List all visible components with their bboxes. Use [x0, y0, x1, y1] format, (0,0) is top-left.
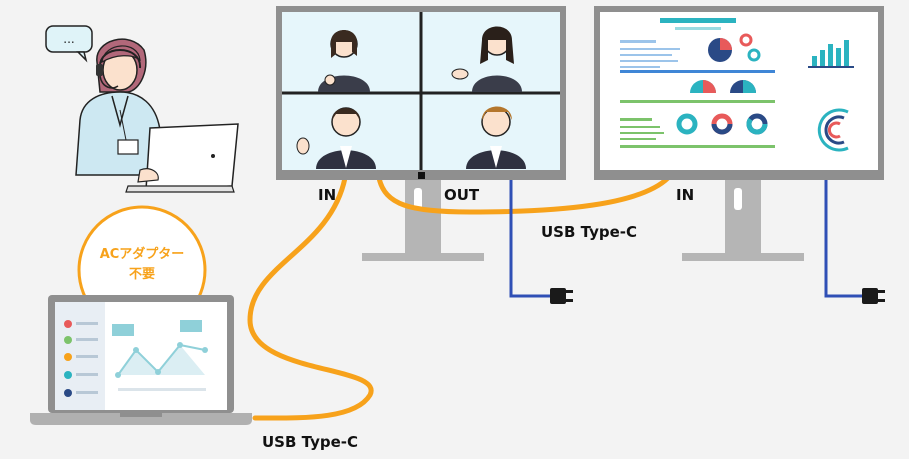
donut-row-icon: [676, 113, 768, 135]
line-chart-icon: [112, 320, 208, 391]
radial-chart-icon: [817, 108, 849, 152]
bar-chart-icon: [808, 40, 854, 68]
participant-4: [466, 106, 526, 169]
participant-3: [296, 107, 376, 169]
power-plug-icon: [550, 288, 573, 304]
chat-bubble-icon: ...: [45, 25, 93, 63]
person-headset-icon: ...: [45, 25, 239, 193]
participant-2: [451, 26, 522, 92]
gauge-chart-icon: [690, 80, 756, 93]
usb-monitors-label: USB Type-C: [541, 223, 637, 241]
monitor2-stand: [682, 180, 804, 261]
monitor2: [594, 6, 884, 180]
power-cable-monitor1: [509, 178, 550, 298]
badge-line1: ACアダプター: [100, 246, 185, 262]
donut-chart-icon: [708, 33, 761, 62]
monitor1-stand: [362, 180, 484, 261]
power-plug-icon: [862, 288, 885, 304]
usb-laptop-label: USB Type-C: [262, 433, 358, 451]
usb-cable-laptop: [247, 175, 374, 421]
laptop-icon: [30, 295, 252, 425]
monitor1: [276, 6, 566, 180]
monitor1-in-label: IN: [318, 186, 336, 204]
power-cable-monitor2: [824, 178, 862, 298]
participant-1: [318, 30, 370, 92]
monitor2-in-label: IN: [676, 186, 694, 204]
monitor1-out-label: OUT: [444, 186, 480, 204]
usb-cable-monitors: [376, 175, 671, 215]
badge-line2: 不要: [129, 267, 155, 282]
speech-bubble-text: ...: [63, 32, 74, 46]
